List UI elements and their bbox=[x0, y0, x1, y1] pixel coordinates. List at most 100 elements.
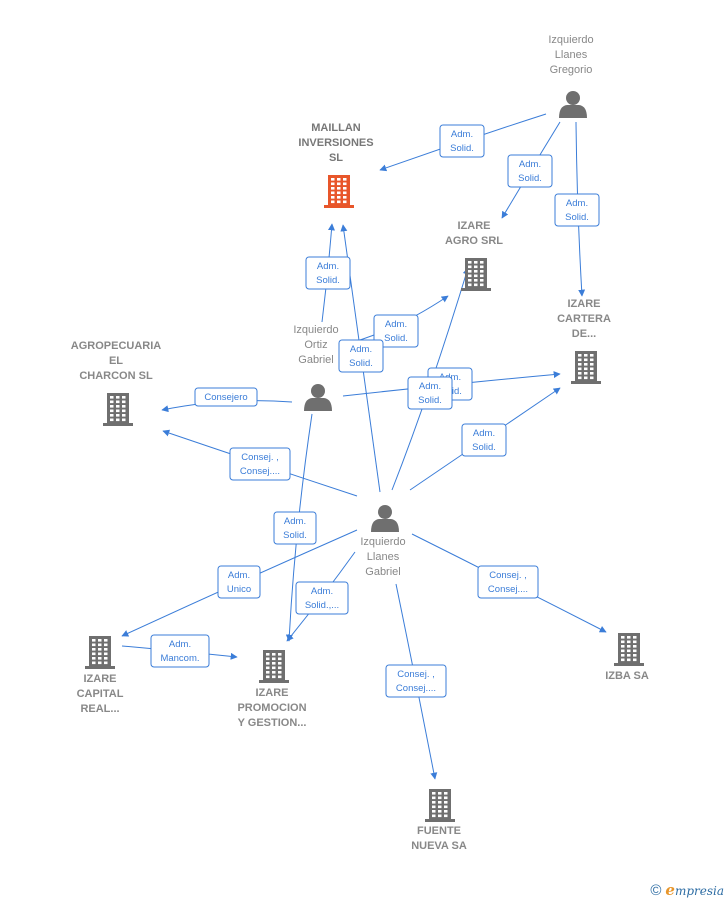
edge-label-llanes_gabriel-to-izare_agro[interactable]: Adm. Solid. bbox=[407, 376, 453, 410]
node-label: IZARE bbox=[84, 673, 117, 685]
edge-label-box bbox=[439, 124, 485, 158]
node-label: MAILLAN bbox=[311, 122, 361, 134]
node-label: INVERSIONES bbox=[298, 137, 373, 149]
edge-label-text: Solid. bbox=[349, 358, 373, 369]
edge-label-llanes_gabriel-to-agropecuaria[interactable]: Consej. , Consej.... bbox=[229, 447, 291, 481]
edge-label-text: Solid. bbox=[450, 143, 474, 154]
brand-footer: ©empresia bbox=[650, 881, 724, 899]
edge-label-llanes_gabriel-to-maillan[interactable]: Adm. Solid. bbox=[338, 339, 384, 373]
edge-label-text: Adm. bbox=[350, 344, 372, 355]
node-label: Y GESTION... bbox=[238, 717, 307, 729]
node-label: EL bbox=[109, 355, 123, 367]
node-label: Izquierdo bbox=[293, 324, 338, 336]
node-izba[interactable]: IZBA SA bbox=[605, 633, 649, 682]
building-icon bbox=[425, 789, 455, 822]
node-label: SL bbox=[329, 152, 343, 164]
edge-label-box bbox=[295, 581, 349, 615]
person-icon bbox=[559, 91, 587, 118]
edge-label-gregorio-to-maillan[interactable]: Adm.Solid. bbox=[439, 124, 485, 158]
node-label: IZARE bbox=[568, 298, 601, 310]
node-label: IZARE bbox=[458, 220, 491, 232]
edge-label-text: Consejero bbox=[204, 392, 247, 403]
edge-label-text: Solid. bbox=[472, 442, 496, 453]
edge-label-box bbox=[461, 423, 507, 457]
edge-label-llanes_gabriel-to-izare_promocion[interactable]: Adm.Solid.,... bbox=[295, 581, 349, 615]
node-label: Gabriel bbox=[365, 566, 400, 578]
edge-label-ortiz-to-agropecuaria[interactable]: Consejero bbox=[194, 387, 258, 407]
node-izare_capital[interactable]: IZARE CAPITAL REAL... bbox=[77, 636, 124, 715]
edge-label-text: Consej.... bbox=[488, 584, 528, 595]
edge-label-box bbox=[554, 193, 600, 227]
edge-label-llanes_gabriel-to-izare_capital[interactable]: Adm.Unico bbox=[217, 565, 261, 599]
relationship-graph: MAILLANINVERSIONESSLIzquierdoLlanesGrego… bbox=[71, 34, 649, 852]
edge-label-text: Solid. bbox=[316, 275, 340, 286]
building-icon bbox=[614, 633, 644, 666]
edge-label-llanes_gabriel-to-izba[interactable]: Consej. ,Consej.... bbox=[477, 565, 539, 599]
edge-label-box bbox=[477, 565, 539, 599]
edge-label-text: Adm. bbox=[419, 381, 441, 392]
edge-label-text: Solid. bbox=[384, 333, 408, 344]
edge-label-text: Adm. bbox=[228, 570, 250, 581]
edge-label-text: Solid. bbox=[565, 212, 589, 223]
edge-label-gregorio-to-izare_agro[interactable]: Adm. Solid. bbox=[507, 154, 553, 188]
edge-label-text: Solid. bbox=[283, 530, 307, 541]
edge-label-ortiz-to-maillan[interactable]: Adm. Solid. bbox=[305, 256, 351, 290]
edge-label-box bbox=[507, 154, 553, 188]
edge-label-text: Consej.... bbox=[240, 466, 280, 477]
node-label: IZBA SA bbox=[605, 670, 649, 682]
edge-label-text: Adm. bbox=[566, 198, 588, 209]
node-label: Gregorio bbox=[550, 64, 593, 76]
node-label: Izquierdo bbox=[548, 34, 593, 46]
node-label: Llanes bbox=[555, 49, 588, 61]
edge-label-text: Adm. bbox=[519, 159, 541, 170]
edge-label-box bbox=[194, 387, 258, 407]
edge-label-gregorio-to-izare_cartera[interactable]: Adm. Solid. bbox=[554, 193, 600, 227]
edge-label-box bbox=[273, 511, 317, 545]
edge-label-box bbox=[150, 634, 210, 668]
node-izare_cartera[interactable]: IZARE CARTERA DE... bbox=[557, 298, 611, 384]
edge-label-box bbox=[217, 565, 261, 599]
edge-label-ortiz-to-izare_agro[interactable]: Adm.Solid. bbox=[373, 314, 419, 348]
edge-label-text: Adm. bbox=[317, 261, 339, 272]
brand-name: mpresia bbox=[674, 884, 724, 898]
node-label: AGROPECUARIA bbox=[71, 340, 162, 352]
node-label: CAPITAL bbox=[77, 688, 124, 700]
edge-label-ortiz-to-izare_promocion[interactable]: Adm.Solid. bbox=[273, 511, 317, 545]
node-label: Gabriel bbox=[298, 354, 333, 366]
edge-label-text: Consej. , bbox=[241, 452, 279, 463]
person-icon bbox=[371, 505, 399, 532]
edge-label-box bbox=[229, 447, 291, 481]
edge-label-llanes_gabriel-to-fuente[interactable]: Consej. , Consej.... bbox=[385, 664, 447, 698]
building-icon bbox=[461, 258, 491, 291]
building-icon bbox=[259, 650, 289, 683]
edge-label-box bbox=[305, 256, 351, 290]
edge-label-text: Consej.... bbox=[396, 683, 436, 694]
edge-label-izare_capital-to-izare_promocion[interactable]: Adm.Mancom. bbox=[150, 634, 210, 668]
edge-label-text: Consej. , bbox=[397, 669, 435, 680]
edge-label-text: Adm. bbox=[169, 639, 191, 650]
node-label: REAL... bbox=[80, 703, 119, 715]
edge-label-text: Solid. bbox=[418, 395, 442, 406]
building-icon bbox=[85, 636, 115, 669]
node-label: AGRO SRL bbox=[445, 235, 503, 247]
node-label: DE... bbox=[572, 328, 596, 340]
node-label: CARTERA bbox=[557, 313, 611, 325]
node-agropecuaria[interactable]: AGROPECUARIA EL CHARCON SL bbox=[71, 340, 162, 426]
edge-label-box bbox=[407, 376, 453, 410]
building-icon bbox=[571, 351, 601, 384]
node-izare_agro[interactable]: IZARE AGRO SRL bbox=[445, 220, 503, 291]
edge-label-box bbox=[373, 314, 419, 348]
edge-label-llanes_gabriel-to-izare_cartera[interactable]: Adm. Solid. bbox=[461, 423, 507, 457]
edge-label-text: Adm. bbox=[311, 586, 333, 597]
node-maillan[interactable]: MAILLAN INVERSIONES SL bbox=[298, 122, 374, 208]
edge-label-text: Adm. bbox=[473, 428, 495, 439]
node-label: PROMOCION bbox=[237, 702, 306, 714]
node-label: CHARCON SL bbox=[79, 370, 153, 382]
edge-label-text: Solid. bbox=[518, 173, 542, 184]
node-label: FUENTE bbox=[417, 825, 461, 837]
